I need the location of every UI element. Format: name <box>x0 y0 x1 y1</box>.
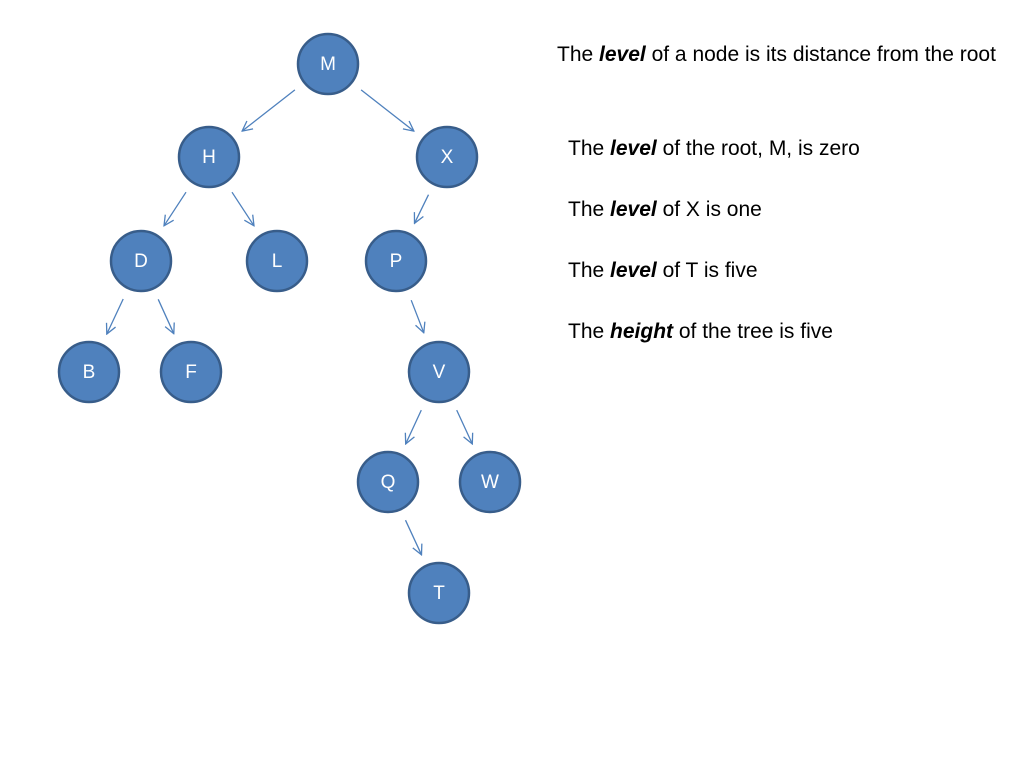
x-level-statement: The level of X is one <box>568 198 762 221</box>
node-label-t: T <box>433 583 445 604</box>
edge-m-x <box>360 89 414 131</box>
node-circle-v <box>407 340 471 404</box>
keyword-level: level <box>599 43 646 66</box>
node-x: X <box>415 125 479 189</box>
node-circle-q <box>356 450 420 514</box>
node-label-d: D <box>134 251 148 272</box>
node-p: P <box>364 229 428 293</box>
keyword-level: level <box>610 198 657 221</box>
node-label-h: H <box>202 147 216 168</box>
edge-d-f <box>157 299 174 333</box>
edge-d-b <box>107 298 124 334</box>
node-label-q: Q <box>381 472 396 493</box>
edge-v-q <box>406 409 422 444</box>
root-level-statement: The level of the root, M, is zero <box>568 137 860 160</box>
node-circle-l <box>245 229 309 293</box>
edge-v-w <box>456 409 473 444</box>
node-d: D <box>109 229 173 293</box>
node-label-m: M <box>320 54 336 75</box>
tree-nodes: M H X D L P B F V Q W T <box>57 32 522 625</box>
node-circle-m <box>296 32 360 96</box>
node-label-f: F <box>185 362 197 383</box>
edge-h-l <box>231 191 254 226</box>
node-label-w: W <box>481 472 499 493</box>
node-v: V <box>407 340 471 404</box>
edge-m-h <box>242 89 296 131</box>
keyword-height: height <box>610 320 674 343</box>
node-circle-b <box>57 340 121 404</box>
edge-p-v <box>410 299 424 333</box>
level-definition: The level of a node is its distance from… <box>557 43 996 66</box>
node-circle-h <box>177 125 241 189</box>
node-t: T <box>407 561 471 625</box>
t-level-statement: The level of T is five <box>568 259 758 282</box>
node-circle-d <box>109 229 173 293</box>
edge-x-p <box>415 194 430 224</box>
node-h: H <box>177 125 241 189</box>
node-q: Q <box>356 450 420 514</box>
tree-height-statement: The height of the tree is five <box>568 320 833 343</box>
node-circle-x <box>415 125 479 189</box>
node-circle-t <box>407 561 471 625</box>
edge-q-t <box>404 519 422 555</box>
node-label-p: P <box>390 251 403 272</box>
node-label-l: L <box>272 251 283 272</box>
node-label-v: V <box>433 362 446 383</box>
node-label-x: X <box>441 147 454 168</box>
keyword-level: level <box>610 137 657 160</box>
node-l: L <box>245 229 309 293</box>
keyword-level: level <box>610 259 657 282</box>
node-label-b: B <box>83 362 96 383</box>
edge-h-d <box>164 191 187 226</box>
node-circle-w <box>458 450 522 514</box>
node-m: M <box>296 32 360 96</box>
node-b: B <box>57 340 121 404</box>
node-w: W <box>458 450 522 514</box>
node-circle-p <box>364 229 428 293</box>
tree-edges <box>107 89 473 555</box>
node-f: F <box>159 340 223 404</box>
node-circle-f <box>159 340 223 404</box>
